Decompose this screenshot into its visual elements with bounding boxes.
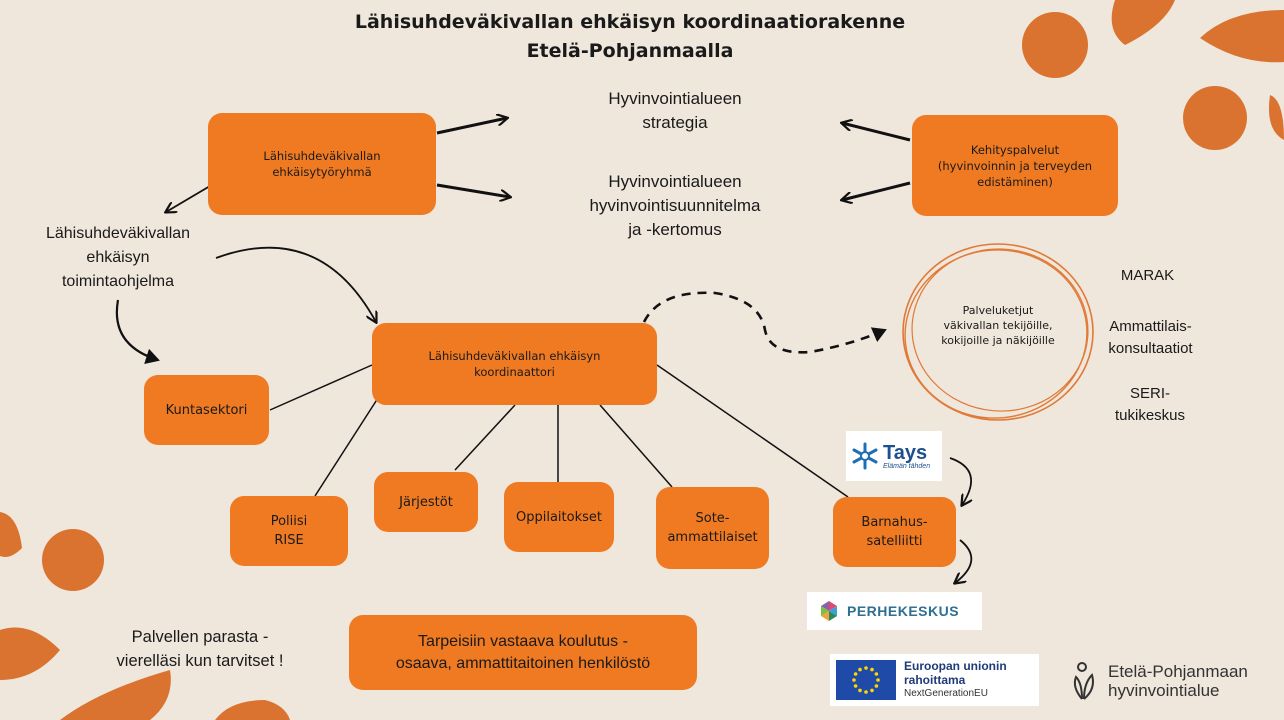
page-title: Lähisuhdeväkivallan ehkäisyn koordinaati…: [280, 8, 980, 66]
title-line1: Lähisuhdeväkivallan ehkäisyn koordinaati…: [354, 11, 906, 33]
eu-star: [858, 667, 862, 672]
workgroup-line1: Lähisuhdeväkivallan: [263, 149, 381, 163]
tays-name: Tays: [883, 441, 928, 464]
eu-star: [864, 690, 868, 694]
organizations-label: Järjestöt: [399, 494, 453, 510]
plan-line2: hyvinvointisuunnitelma: [589, 196, 761, 215]
arrow-workgroup-strategy: [436, 118, 507, 135]
ep-leaf-icon: [1073, 662, 1094, 700]
eu-star: [864, 666, 868, 670]
sote-line1: Sote-: [695, 511, 730, 526]
municipal-label: Kuntasektori: [165, 402, 248, 418]
eu-line1: Euroopan unionin: [904, 659, 1007, 673]
eu-star: [876, 678, 880, 682]
eu-star: [852, 678, 856, 682]
text-marak: MARAK: [1100, 265, 1195, 287]
arrow-workgroup-program: [166, 185, 211, 212]
coordinator-line1: Lähisuhdeväkivallan ehkäisyn: [428, 349, 601, 363]
text-service-chains: Palveluketjut väkivallan tekijöille, kok…: [918, 303, 1078, 348]
perhekeskus-logo: PERHEKESKUS: [807, 592, 982, 630]
program-line2: ehkäisyn: [86, 249, 150, 266]
program-line3: toimintaohjelma: [61, 273, 175, 290]
schools-label: Oppilaitokset: [516, 509, 602, 525]
ep-line2: hyvinvointialue: [1108, 681, 1220, 700]
text-slogan: Palvellen parasta - vierelläsi kun tarvi…: [70, 625, 330, 673]
eu-flag-icon: [836, 660, 896, 700]
box-training: Tarpeisiin vastaava koulutus - osaava, a…: [349, 615, 697, 690]
police-line2: RISE: [274, 533, 304, 548]
service-chains-line1: Palveluketjut: [962, 304, 1034, 317]
tays-star-icon: [852, 442, 878, 470]
consult-line2: konsultaatiot: [1108, 340, 1193, 357]
development-line3: edistäminen): [977, 174, 1053, 189]
box-schools: Oppilaitokset: [504, 482, 614, 552]
eu-star: [874, 684, 879, 688]
box-sote: Sote- ammattilaiset: [656, 487, 769, 569]
eu-star: [870, 667, 874, 672]
box-municipal: Kuntasektori: [144, 375, 269, 445]
training-line1: Tarpeisiin vastaava koulutus -: [418, 632, 628, 650]
service-chains-line2: väkivallan tekijöille,: [943, 319, 1053, 332]
box-barnahus: Barnahus- satelliitti: [833, 497, 956, 567]
perhekeskus-flower-icon: [821, 601, 837, 621]
text-plan: Hyvinvointialueen hyvinvointisuunnitelma…: [540, 170, 810, 242]
title-line2: Etelä-Pohjanmaalla: [526, 40, 734, 62]
arrow-program-coordinator: [215, 246, 376, 322]
arrow-program-municipal: [115, 299, 160, 365]
tays-tagline: Elämän tähden: [883, 462, 931, 470]
text-consultations: Ammattilais- konsultaatiot: [1088, 316, 1213, 360]
eu-funding-logo: Euroopan unionin rahoittama NextGenerati…: [830, 654, 1039, 706]
service-chains-line3: kokijoille ja näkijöille: [941, 334, 1055, 347]
arrow-development-strategy: [842, 123, 911, 142]
plan-line1: Hyvinvointialueen: [608, 172, 742, 191]
barnahus-line1: Barnahus-: [861, 515, 928, 530]
slogan-line1: Palvellen parasta -: [131, 628, 269, 646]
text-strategy: Hyvinvointialueen strategia: [560, 87, 790, 135]
sote-line2: ammattilaiset: [667, 530, 758, 545]
training-line2: osaava, ammattitaitoinen henkilöstö: [395, 654, 651, 672]
slogan-line2: vierelläsi kun tarvitset !: [116, 652, 284, 670]
eu-star: [853, 672, 858, 676]
eu-star: [853, 684, 858, 688]
marak-label: MARAK: [1120, 267, 1175, 284]
strategy-line2: strategia: [642, 113, 708, 132]
text-seri: SERI- tukikeskus: [1095, 383, 1205, 427]
text-program: Lähisuhdeväkivallan ehkäisyn toimintaohj…: [18, 222, 218, 294]
ep-wellbeing-logo: Etelä-Pohjanmaan hyvinvointialue: [1068, 656, 1283, 706]
eu-star: [870, 688, 874, 693]
eu-line3: NextGenerationEU: [904, 688, 988, 699]
box-development: Kehityspalvelut (hyvinvoinnin ja terveyd…: [912, 115, 1118, 216]
box-coordinator: Lähisuhdeväkivallan ehkäisyn koordinaatt…: [372, 323, 657, 405]
seri-line2: tukikeskus: [1114, 407, 1186, 424]
development-line1: Kehityspalvelut: [970, 142, 1060, 157]
perhekeskus-text: PERHEKESKUS: [847, 603, 960, 619]
eu-star: [858, 688, 862, 693]
arrow-coordinator-servicechains: [642, 291, 887, 354]
eu-star: [874, 672, 879, 676]
police-line1: Poliisi: [270, 514, 308, 529]
barnahus-line2: satelliitti: [866, 534, 923, 549]
arrow-workgroup-plan: [436, 183, 510, 197]
coordinator-line2: koordinaattori: [474, 365, 555, 379]
strategy-line1: Hyvinvointialueen: [608, 89, 742, 108]
ep-line1: Etelä-Pohjanmaan: [1108, 662, 1248, 681]
tays-logo: Tays Elämän tähden: [846, 431, 942, 481]
box-organizations: Järjestöt: [374, 472, 478, 532]
program-line1: Lähisuhdeväkivallan: [45, 225, 191, 242]
workgroup-line2: ehkäisytyöryhmä: [272, 165, 372, 179]
plan-line3: ja -kertomus: [628, 220, 722, 239]
arrow-development-plan: [842, 181, 911, 200]
box-police: Poliisi RISE: [230, 496, 348, 566]
box-workgroup: Lähisuhdeväkivallan ehkäisytyöryhmä: [208, 113, 436, 215]
seri-line1: SERI-: [1129, 385, 1170, 402]
eu-line2: rahoittama: [904, 673, 966, 687]
development-line2: (hyvinvoinnin ja terveyden: [937, 158, 1093, 173]
consult-line1: Ammattilais-: [1109, 318, 1192, 335]
